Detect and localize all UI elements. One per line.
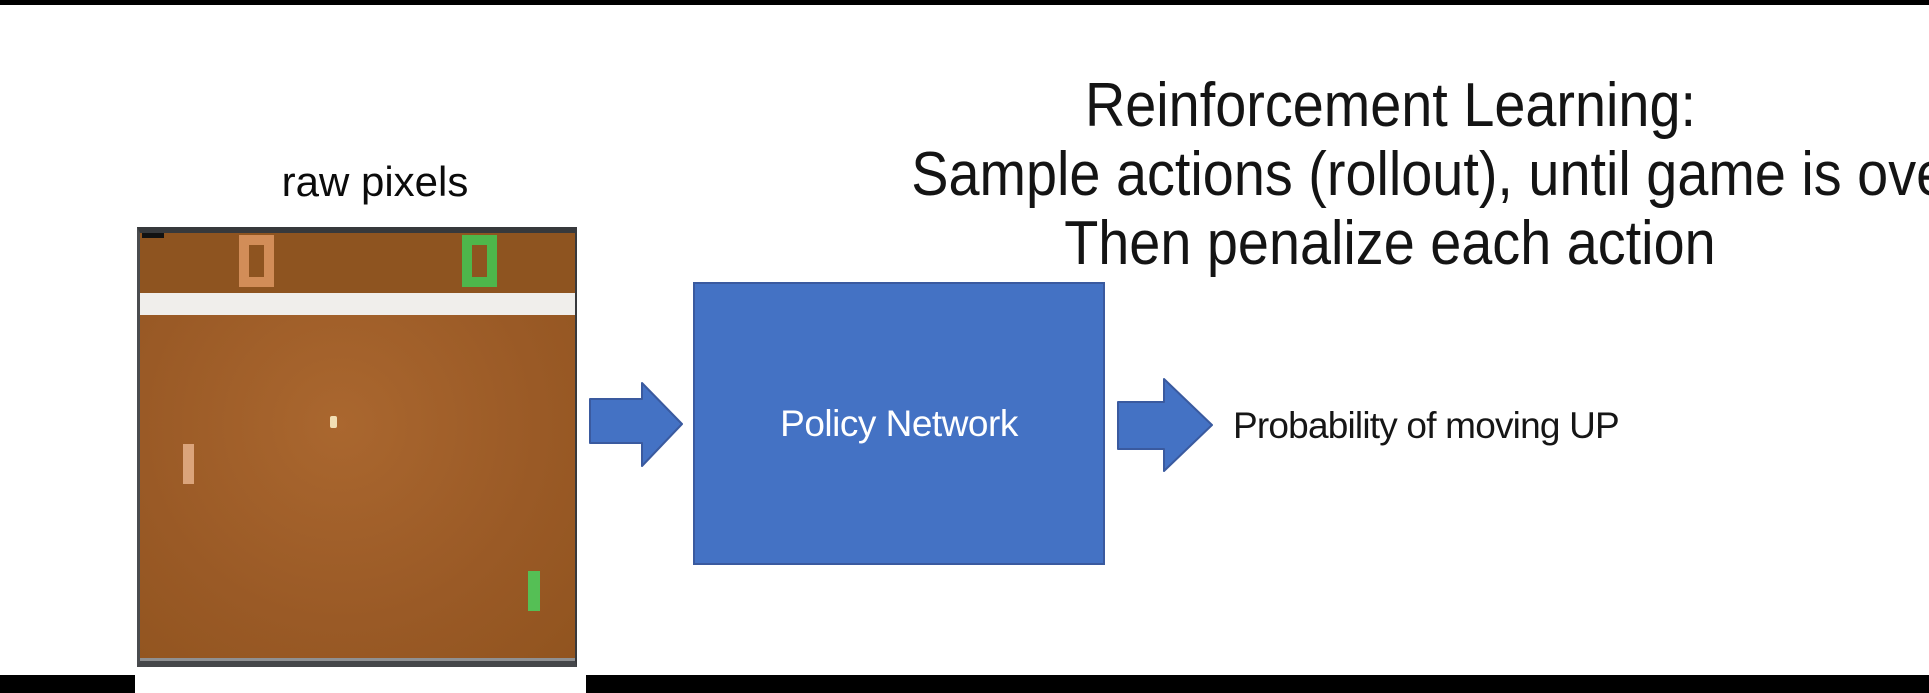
left-player-score-digit xyxy=(239,235,274,287)
playfield xyxy=(140,315,575,658)
title-line-3: Then penalize each action xyxy=(1064,209,1716,278)
top-wall-band xyxy=(140,293,575,315)
bottom-letterbox-bar-left xyxy=(0,675,135,693)
orange-paddle xyxy=(183,444,194,484)
title-line-2: Sample actions (rollout), until game is … xyxy=(911,140,1929,209)
policy-network-box: Policy Network xyxy=(693,282,1105,565)
score-band xyxy=(140,233,575,293)
bottom-letterbox-bar-right xyxy=(586,675,1929,693)
policy-network-label: Policy Network xyxy=(780,402,1018,444)
pong-ball xyxy=(330,416,337,428)
screen-corner-artifact xyxy=(142,233,164,238)
title-line-1: Reinforcement Learning: xyxy=(1084,71,1696,140)
bottom-wall-edge xyxy=(140,658,575,661)
top-letterbox-bar xyxy=(0,0,1929,5)
right-player-score-digit xyxy=(462,235,497,287)
green-paddle xyxy=(528,571,540,611)
probability-label: Probability of moving UP xyxy=(1233,405,1620,446)
raw-pixels-label: raw pixels xyxy=(281,158,469,205)
pong-game-screenshot xyxy=(137,227,577,667)
slide-title: Reinforcement Learning: Sample actions (… xyxy=(852,71,1929,278)
input-arrow-icon xyxy=(589,382,683,467)
output-arrow-icon xyxy=(1117,378,1213,472)
